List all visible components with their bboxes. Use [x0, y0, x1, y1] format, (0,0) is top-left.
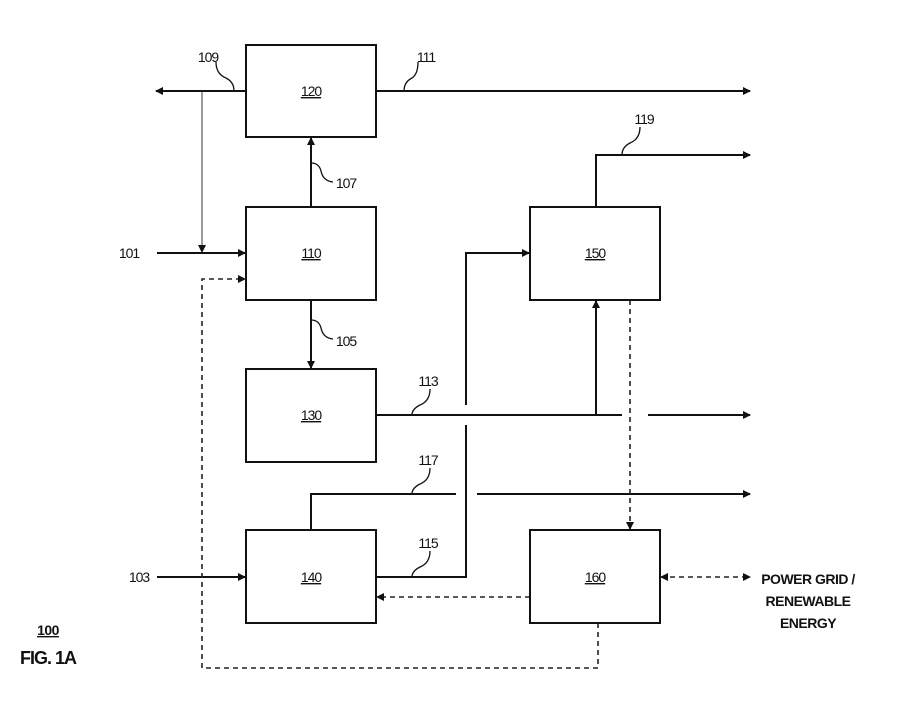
renewable-label: RENEWABLE: [766, 593, 851, 609]
label-117: 117: [418, 452, 439, 468]
leader-115: [412, 551, 430, 577]
label-101: 101: [119, 245, 141, 261]
figure-caption: FIG. 1A: [20, 648, 77, 668]
label-115: 115: [418, 535, 439, 551]
label-113: 113: [418, 373, 439, 389]
leader-117: [412, 468, 430, 494]
label-119: 119: [634, 111, 655, 127]
label-105: 105: [336, 333, 358, 349]
block-130-label: 130: [301, 407, 323, 423]
stream-117-line: [311, 494, 456, 530]
energy-label: ENERGY: [780, 615, 837, 631]
label-107: 107: [336, 175, 358, 191]
stream-115-to-150: [466, 253, 529, 405]
leader-105: [311, 320, 333, 339]
stream-119-line: [596, 155, 750, 207]
block-120-label: 120: [301, 83, 323, 99]
leader-119: [622, 127, 640, 155]
block-140-label: 140: [301, 569, 323, 585]
label-111: 111: [417, 49, 436, 65]
label-109: 109: [198, 49, 220, 65]
leader-113: [412, 389, 430, 415]
block-160-label: 160: [585, 569, 607, 585]
figure-number: 100: [37, 622, 60, 638]
leader-111: [404, 62, 418, 91]
label-103: 103: [129, 569, 151, 585]
stream-115-line: [376, 425, 466, 577]
block-150-label: 150: [585, 245, 607, 261]
leader-107: [311, 163, 333, 182]
block-110-label: 110: [301, 245, 322, 261]
leader-109: [216, 62, 234, 91]
power-grid-label: POWER GRID /: [761, 571, 855, 587]
